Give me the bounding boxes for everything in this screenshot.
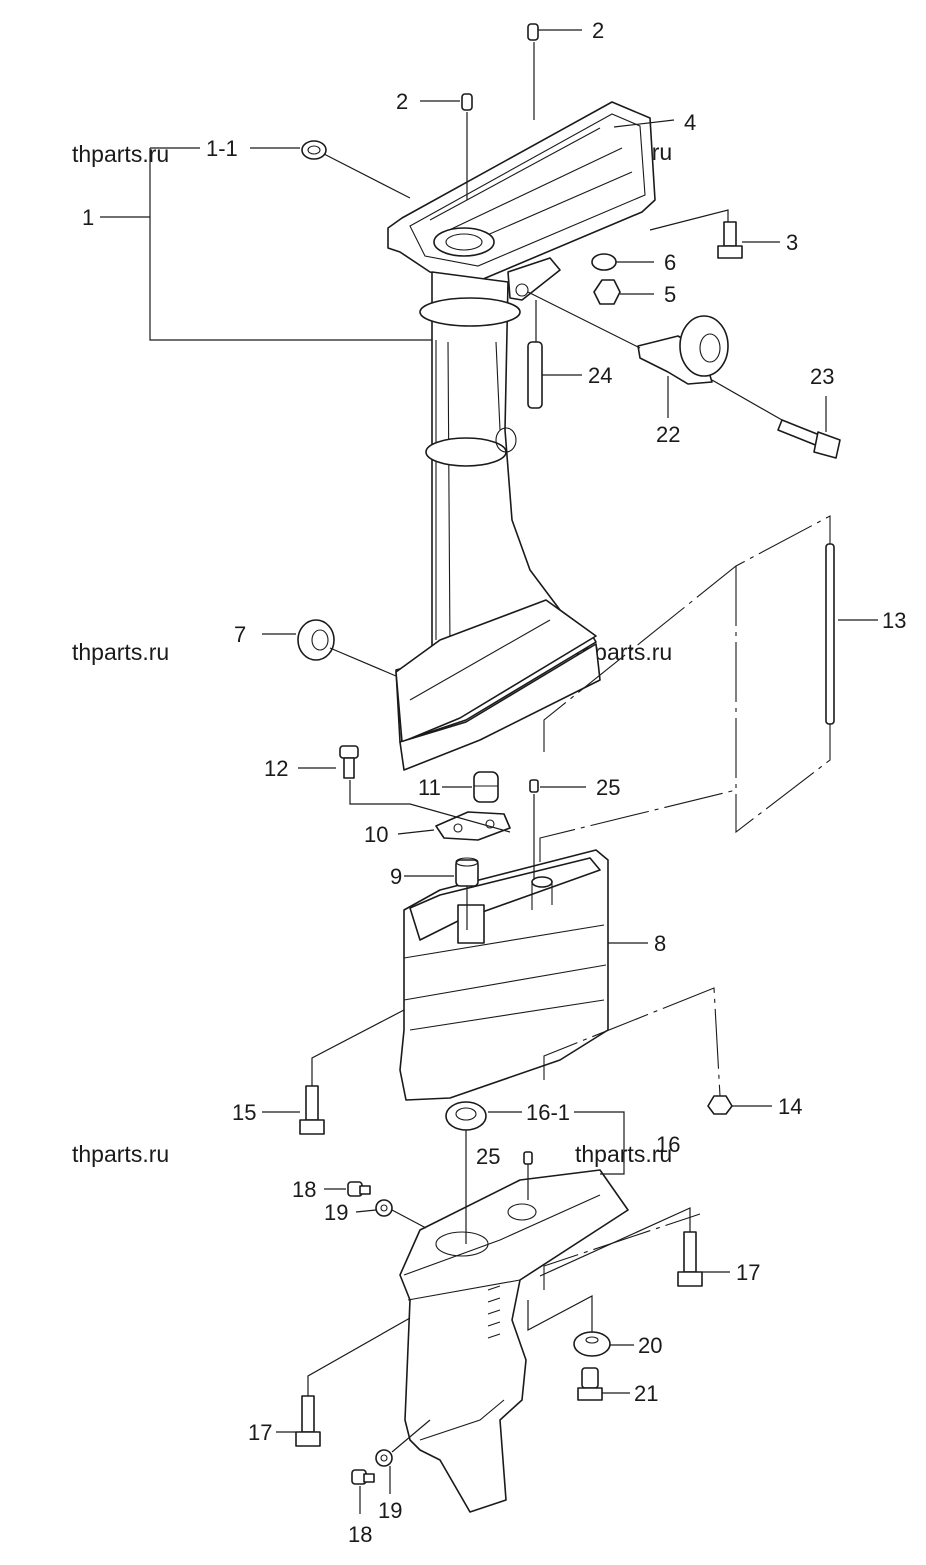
callout-23: 23	[810, 364, 834, 389]
callout-20: 20	[638, 1333, 662, 1358]
callout-19-lower: 19	[378, 1498, 402, 1523]
callout-14: 14	[778, 1094, 802, 1119]
bolt-17-left-part	[295, 1395, 321, 1447]
damper-20-part	[573, 1331, 611, 1357]
bolt-23-part	[777, 419, 841, 459]
washer-6-part	[591, 253, 617, 271]
callout-25-upper: 25	[596, 775, 620, 800]
callout-12: 12	[264, 756, 288, 781]
callout-1-1: 1-1	[206, 136, 238, 161]
callout-25-lower: 25	[476, 1144, 500, 1169]
grommet-part	[301, 140, 327, 160]
seal-7-part	[297, 619, 335, 661]
bolt-12-part	[339, 745, 359, 779]
dowel-25-upper-part	[529, 779, 539, 793]
callout-2-top: 2	[592, 18, 604, 43]
bolt-15-part	[299, 1085, 325, 1135]
watermark-1: thparts.ru	[72, 141, 169, 167]
callout-11: 11	[418, 775, 441, 800]
callout-2-left: 2	[396, 89, 408, 114]
bolt-3-part	[717, 221, 743, 259]
callout-8: 8	[654, 931, 666, 956]
watermark-5: thparts.ru	[72, 1141, 169, 1167]
callout-5: 5	[664, 282, 676, 307]
gasket-19-upper-part	[375, 1199, 393, 1217]
callout-18-upper: 18	[292, 1177, 316, 1202]
lever-22-part	[637, 315, 729, 385]
callout-22: 22	[656, 422, 680, 447]
upper-casing-part	[387, 101, 656, 771]
callout-16: 16	[656, 1132, 680, 1157]
dowel-pin-top	[527, 23, 539, 41]
callout-19-upper: 19	[324, 1200, 348, 1225]
watermark-3: thparts.ru	[72, 639, 169, 665]
leader-lines	[100, 29, 878, 1514]
callout-17-right: 17	[736, 1260, 760, 1285]
plate-10-part	[435, 811, 511, 841]
dowel-pin-left	[461, 93, 473, 111]
stud-13-part	[825, 543, 835, 725]
callout-labels: 1 1-1 2 2 3 4 5 6 7 8 9 10 11 12 13 14 1…	[82, 18, 906, 1547]
callout-9: 9	[390, 864, 402, 889]
callout-17-left: 17	[248, 1420, 272, 1445]
bearing-16-1-part	[445, 1101, 487, 1131]
gasket-19-lower-part	[375, 1449, 393, 1467]
nut-14-part	[707, 1095, 733, 1115]
callout-21: 21	[634, 1381, 658, 1406]
alignment-lines	[539, 515, 831, 1290]
nut-5-part	[593, 279, 621, 305]
callout-13: 13	[882, 608, 906, 633]
gear-case-vents	[487, 1285, 501, 1339]
bolt-21-part	[577, 1367, 603, 1401]
callout-4: 4	[684, 110, 696, 135]
lower-casing-part	[399, 849, 609, 1101]
callout-15: 15	[232, 1100, 256, 1125]
callout-18-lower: 18	[348, 1522, 372, 1547]
dowel-25-lower-part	[523, 1151, 533, 1165]
callout-7: 7	[234, 622, 246, 647]
pin-24-part	[527, 341, 543, 409]
callout-16-1: 16-1	[526, 1100, 570, 1125]
grommet-11-part	[473, 771, 499, 803]
gear-case-part	[399, 1169, 629, 1513]
callout-6: 6	[664, 250, 676, 275]
callout-3: 3	[786, 230, 798, 255]
callout-1: 1	[82, 205, 94, 230]
collar-9-part	[455, 857, 479, 887]
callout-10: 10	[364, 822, 388, 847]
plug-18-lower-part	[351, 1469, 375, 1485]
plug-18-upper-part	[347, 1181, 371, 1197]
callout-24: 24	[588, 363, 612, 388]
bolt-17-right-part	[677, 1231, 703, 1287]
